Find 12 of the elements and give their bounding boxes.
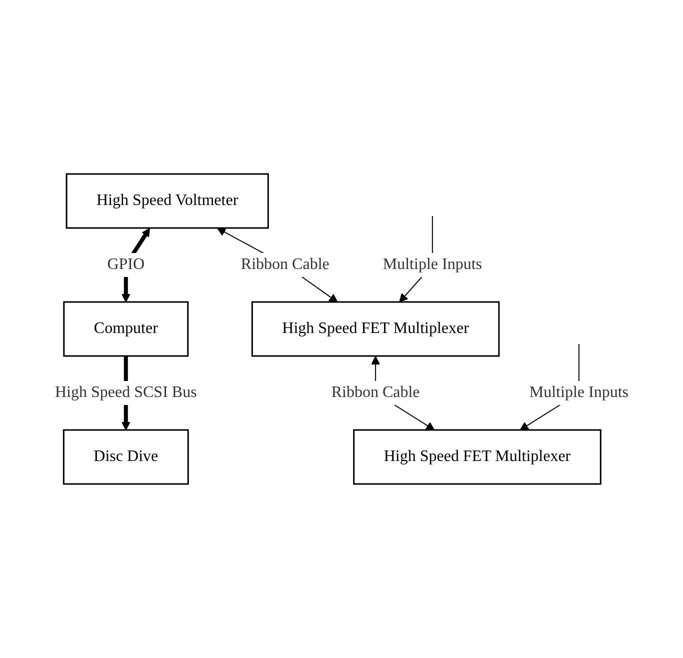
edge-label: Ribbon Cable	[331, 384, 420, 401]
arrow	[216, 228, 338, 302]
edge-label: Multiple Inputs	[382, 256, 482, 273]
node-box: Computer	[62, 301, 188, 357]
edge-label: Multiple Inputs	[529, 384, 628, 401]
node-box: High Speed FET Multiplexer	[352, 429, 602, 485]
edge-label: Ribbon Cable	[240, 256, 330, 273]
edge-label: High Speed SCSI Bus	[54, 384, 197, 401]
node-box: High Speed FET Multiplexer	[251, 301, 500, 357]
node-box: Disc Dive	[62, 429, 189, 485]
node-box: High Speed Voltmeter	[66, 173, 269, 229]
edge-label: GPIO	[106, 256, 144, 273]
